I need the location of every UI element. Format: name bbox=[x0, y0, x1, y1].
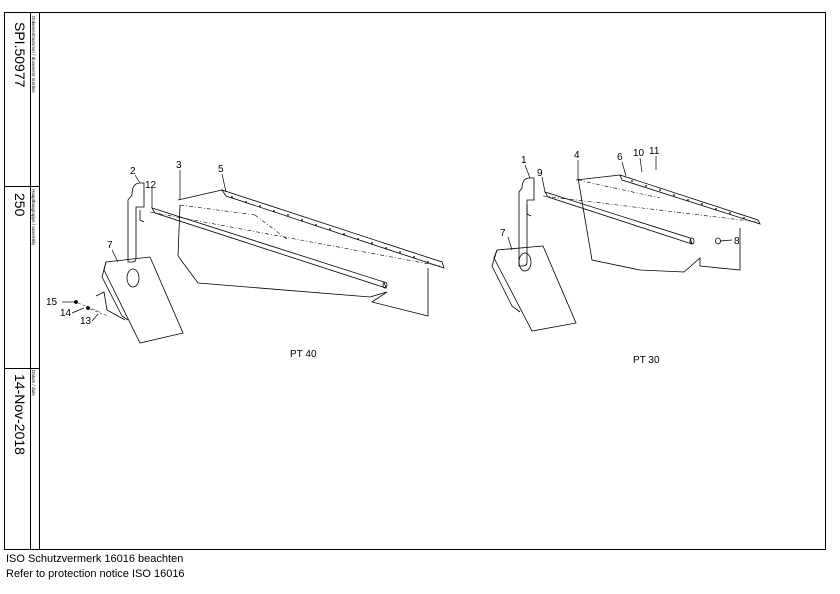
pt40-tube-end bbox=[382, 281, 388, 289]
callout-12: 12 bbox=[145, 180, 157, 191]
callout-10: 10 bbox=[633, 148, 645, 159]
title-block-divider bbox=[39, 12, 40, 550]
pt40-clamp bbox=[139, 210, 145, 223]
pt40-leaders bbox=[62, 170, 227, 322]
pt30-pedal-hole bbox=[518, 252, 532, 272]
callout-2: 2 bbox=[130, 166, 136, 177]
pt40-view bbox=[62, 170, 445, 344]
callout-13: 13 bbox=[80, 316, 92, 327]
title-block-row-divider bbox=[4, 368, 40, 369]
callout-3: 3 bbox=[176, 160, 182, 171]
pt30-tube-end bbox=[689, 237, 695, 245]
pt40-center-lines bbox=[149, 204, 441, 267]
callout-9: 9 bbox=[537, 168, 543, 179]
title-block: SPI.50977 Dokumentnummer / document numb… bbox=[4, 12, 40, 550]
pt30-handle-post bbox=[518, 177, 535, 267]
protection-notice-en: Refer to protection notice ISO 16016 bbox=[6, 568, 185, 580]
protection-notice-de: ISO Schutzvermerk 16016 beachten bbox=[6, 553, 184, 565]
pt40-lower-tube bbox=[151, 207, 387, 289]
pt40-rail-holes bbox=[231, 196, 429, 263]
pt30-lower-tube bbox=[544, 191, 693, 245]
pt40-apron bbox=[177, 204, 429, 317]
callout-15: 15 bbox=[46, 297, 58, 308]
callout-14: 14 bbox=[60, 308, 72, 319]
pt30-apron-top bbox=[575, 174, 621, 181]
pt30-top-rail bbox=[619, 174, 761, 225]
callout-5: 5 bbox=[218, 164, 224, 175]
pt30-tube-cap bbox=[715, 237, 721, 245]
pt30-view bbox=[491, 156, 761, 332]
pt30-clamp bbox=[526, 205, 532, 217]
callout-labels: 2 3 5 12 7 15 14 13 1 4 6 10 11 9 7 8 bbox=[46, 146, 740, 327]
callout-11: 11 bbox=[649, 146, 660, 157]
pt40-apron-top bbox=[177, 189, 223, 201]
pt30-pedal-edge bbox=[491, 249, 521, 313]
title-block-row-divider bbox=[4, 186, 40, 187]
callout-6: 6 bbox=[617, 152, 623, 163]
view-label-pt30: PT 30 bbox=[633, 355, 660, 366]
pt30-leaders bbox=[507, 156, 733, 251]
pt40-top-rail bbox=[221, 189, 445, 269]
pt40-pedal-plate bbox=[103, 256, 184, 344]
pt30-pedal-plate bbox=[493, 245, 577, 332]
pt40-assembly-lines bbox=[77, 302, 109, 317]
pt40-handle-post bbox=[127, 182, 145, 263]
pt40-bracket bbox=[95, 291, 126, 321]
drawing-frame bbox=[4, 12, 826, 550]
callout-8: 8 bbox=[734, 236, 740, 247]
pt40-pedal-hole bbox=[126, 268, 140, 288]
callout-1: 1 bbox=[521, 155, 527, 166]
view-labels: PT 40 PT 30 bbox=[290, 349, 660, 366]
pt30-center-lines bbox=[542, 179, 759, 223]
view-label-pt40: PT 40 bbox=[290, 349, 317, 360]
pt30-rail-holes bbox=[631, 180, 745, 219]
title-block-divider bbox=[30, 12, 31, 550]
pt40-pedal-edge bbox=[101, 261, 129, 321]
pt30-apron bbox=[577, 177, 741, 273]
callout-4: 4 bbox=[574, 150, 580, 161]
callout-7: 7 bbox=[500, 228, 506, 239]
callout-7: 7 bbox=[107, 240, 113, 251]
